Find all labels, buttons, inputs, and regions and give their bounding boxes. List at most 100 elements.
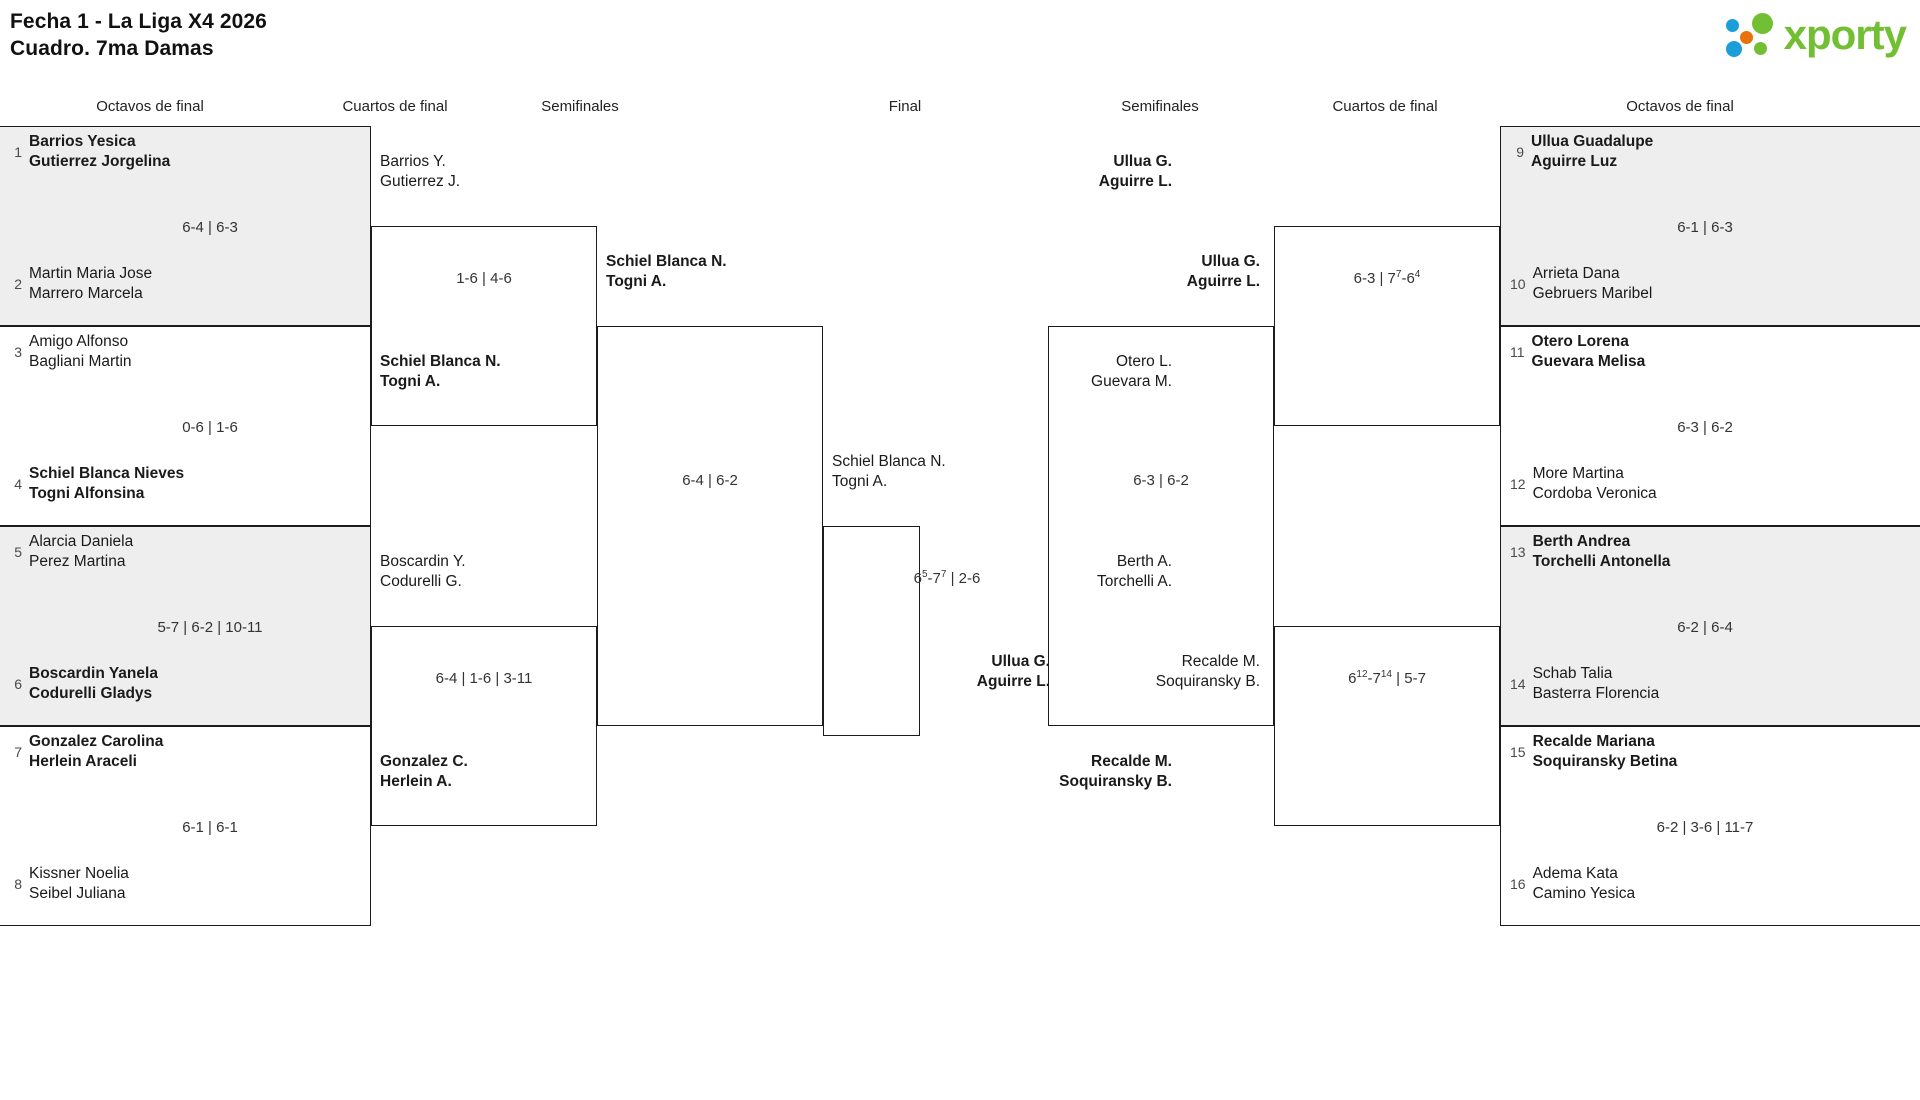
- player-entry-right-qf-2a[interactable]: Berth A.Torchelli A.: [1097, 552, 1172, 591]
- player-entry-right-qf-2b[interactable]: Recalde M.Soquiransky B.: [1059, 752, 1172, 791]
- match-box-left-r16-2[interactable]: [0, 326, 371, 526]
- player-entry-left-qf-2a[interactable]: Boscardin Y.Codurelli G.: [380, 552, 466, 591]
- seed-number: 11: [1510, 344, 1525, 360]
- score-left-r16-4: 6-1 | 6-1: [182, 819, 238, 836]
- player-entry-left-qf-1a[interactable]: Barrios Y.Gutierrez J.: [380, 152, 460, 191]
- player-names: Barrios Y.Gutierrez J.: [380, 153, 461, 190]
- seed-number: 12: [1510, 476, 1526, 492]
- player-entry-left-qf-1b[interactable]: Schiel Blanca N.Togni A.: [380, 352, 501, 391]
- match-box-final-left-connector[interactable]: [823, 526, 920, 736]
- score-right-r16-2: 6-3 | 6-2: [1677, 419, 1733, 436]
- score-right-r16-4: 6-2 | 3-6 | 11-7: [1656, 819, 1754, 836]
- player-names: Ullua G.Aguirre L.: [976, 653, 1050, 690]
- title-line-1: Fecha 1 - La Liga X4 2026: [10, 10, 267, 33]
- match-box-left-r16-4[interactable]: [0, 726, 371, 926]
- player-names: Boscardin Y.Codurelli G.: [380, 553, 466, 590]
- player-entry-right-sf-a[interactable]: Ullua G.Aguirre L.: [1187, 252, 1260, 291]
- score-right-qf-1: 6-3 | 77-64: [1353, 269, 1421, 288]
- player-entry-right-qf-1a[interactable]: Ullua G.Aguirre L.: [1099, 152, 1172, 191]
- round-header-octavos-left: Octavos de final: [96, 98, 204, 115]
- score-left-sf: 6-4 | 6-2: [682, 472, 738, 489]
- round-header-semis-right: Semifinales: [1121, 98, 1199, 115]
- player-names: Berth A.Torchelli A.: [1097, 553, 1172, 590]
- score-right-qf-2: 612-714 | 5-7: [1348, 669, 1426, 688]
- score-right-r16-3: 6-2 | 6-4: [1677, 619, 1733, 636]
- player-entry-final-right[interactable]: Ullua G.Aguirre L.: [977, 652, 1050, 691]
- page-title: Fecha 1 - La Liga X4 2026 Cuadro. 7ma Da…: [10, 8, 267, 62]
- player-names: Schiel Blanca N.Togni A.: [832, 453, 946, 490]
- player-names: Ullua G.Aguirre L.: [1186, 253, 1260, 290]
- player-names: Ullua G.Aguirre L.: [1098, 153, 1172, 190]
- seed-number: 6: [14, 676, 22, 692]
- seed-number: 9: [1516, 144, 1524, 160]
- match-box-left-r16-3[interactable]: [0, 526, 371, 726]
- seed-number: 5: [14, 544, 22, 560]
- title-line-2: Cuadro. 7ma Damas: [10, 37, 214, 60]
- match-box-right-sf[interactable]: [1048, 326, 1274, 726]
- player-names: Gonzalez C.Herlein A.: [380, 753, 468, 790]
- player-names: Recalde M.Soquiransky B.: [1155, 653, 1260, 690]
- match-box-left-r16-1[interactable]: [0, 126, 371, 326]
- seed-number: 2: [14, 276, 22, 292]
- round-header-cuartos-left: Cuartos de final: [342, 98, 448, 115]
- score-left-r16-1: 6-4 | 6-3: [182, 219, 238, 236]
- seed-number: 1: [14, 144, 22, 160]
- player-entry-right-qf-1b[interactable]: Otero L.Guevara M.: [1091, 352, 1172, 391]
- match-box-right-r16-2[interactable]: [1500, 326, 1920, 526]
- match-box-right-r16-1[interactable]: [1500, 126, 1920, 326]
- round-header-semis-left: Semifinales: [541, 98, 619, 115]
- seed-number: 3: [14, 344, 22, 360]
- score-left-qf-2: 6-4 | 1-6 | 3-11: [435, 670, 533, 687]
- seed-number: 15: [1510, 744, 1526, 760]
- match-box-right-qf-1[interactable]: [1274, 226, 1500, 426]
- player-entry-final-left[interactable]: Schiel Blanca N.Togni A.: [832, 452, 946, 491]
- player-entry-left-qf-2b[interactable]: Gonzalez C.Herlein A.: [380, 752, 468, 791]
- match-box-right-qf-2[interactable]: [1274, 626, 1500, 826]
- match-box-right-r16-3[interactable]: [1500, 526, 1920, 726]
- player-entry-right-sf-b[interactable]: Recalde M.Soquiransky B.: [1156, 652, 1260, 691]
- player-names: Otero L.Guevara M.: [1091, 353, 1172, 390]
- player-entry-left-sf-a[interactable]: Schiel Blanca N.Togni A.: [606, 252, 727, 291]
- seed-number: 10: [1510, 276, 1526, 292]
- match-box-left-qf-1[interactable]: [371, 226, 597, 426]
- match-box-left-qf-2[interactable]: [371, 626, 597, 826]
- round-header-final: Final: [888, 98, 922, 115]
- seed-number: 7: [14, 744, 22, 760]
- xporty-logo: xporty: [1725, 8, 1907, 62]
- player-names: Schiel Blanca N.Togni A.: [606, 253, 727, 290]
- score-left-r16-2: 0-6 | 1-6: [182, 419, 238, 436]
- logo-dots-icon: [1725, 11, 1778, 59]
- match-box-left-sf[interactable]: [597, 326, 823, 726]
- match-box-right-r16-4[interactable]: [1500, 726, 1920, 926]
- score-right-r16-1: 6-1 | 6-3: [1677, 219, 1733, 236]
